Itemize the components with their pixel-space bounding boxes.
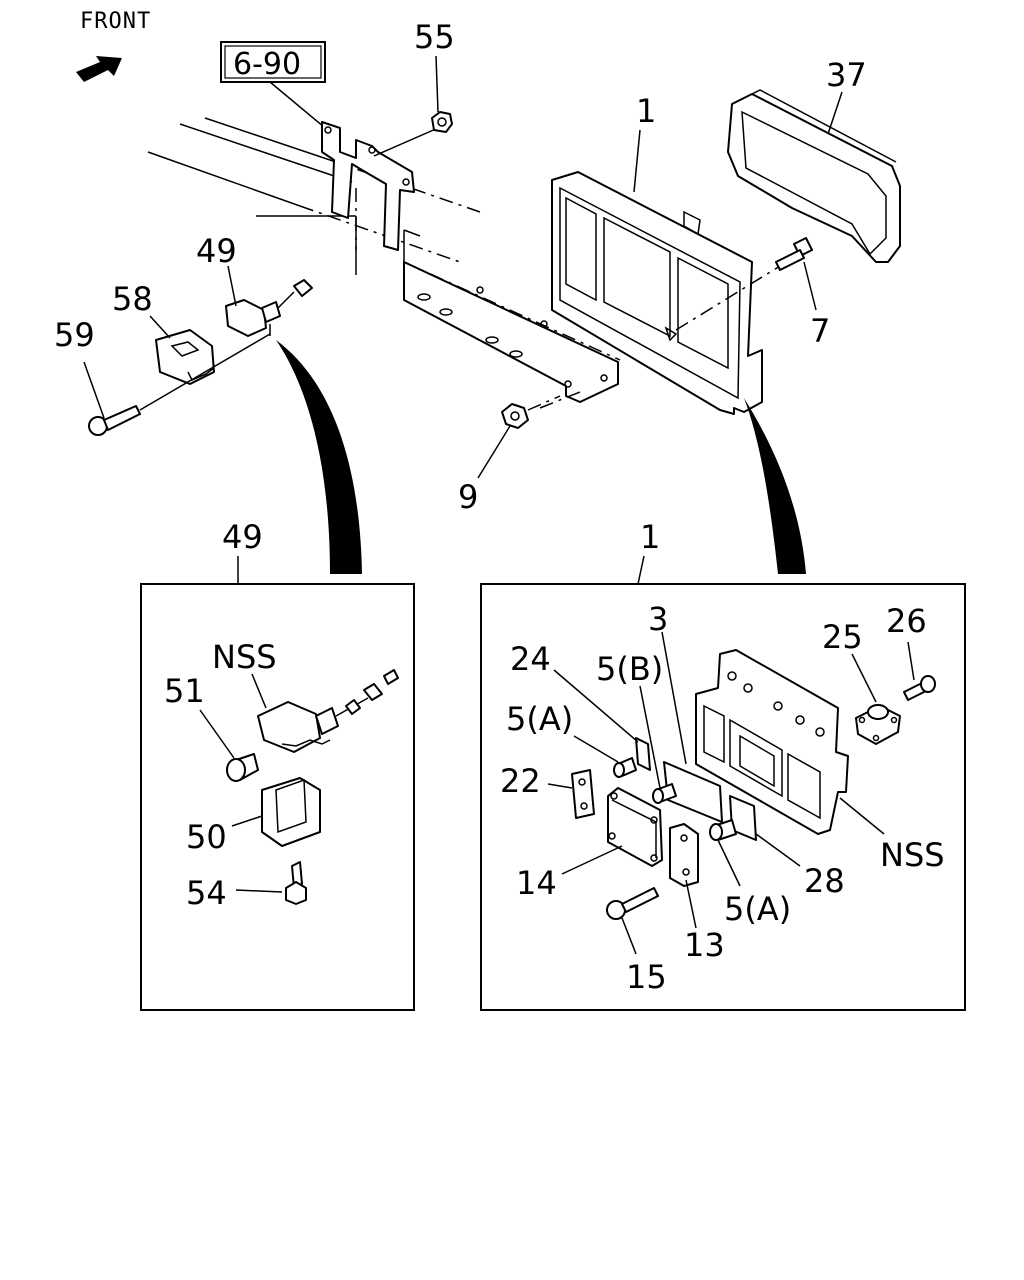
screw-26: [903, 675, 936, 701]
controller-unit: [551, 171, 763, 415]
label-nss-housing: NSS: [880, 836, 945, 874]
bracket-50: [261, 777, 321, 847]
sensor-49: [225, 279, 313, 337]
bolt-54: [285, 861, 307, 905]
bolt-7: [775, 237, 813, 271]
block-13: [669, 823, 699, 887]
callout-1: 1: [636, 92, 656, 130]
reference-box-label: 6-90: [233, 47, 301, 82]
block-22: [571, 769, 595, 819]
callout-24: 24: [510, 640, 551, 678]
callout-5a-bottom: 5(A): [724, 890, 791, 928]
callout-15: 15: [626, 958, 667, 996]
callout-49: 49: [196, 232, 237, 270]
detail-pointer-left: [276, 340, 362, 574]
callout-58: 58: [112, 280, 153, 318]
callout-54: 54: [186, 874, 227, 912]
pin-5b: [652, 783, 677, 804]
callout-50: 50: [186, 818, 227, 856]
leader-line: [827, 91, 843, 135]
housing-assembly: [695, 649, 849, 835]
callout-28: 28: [804, 862, 845, 900]
front-label: FRONT: [80, 9, 151, 34]
callout-9: 9: [458, 478, 478, 516]
front-arrow-icon: [76, 56, 122, 82]
callout-26: 26: [886, 602, 927, 640]
plate-28: [729, 795, 757, 841]
detail-box-title: 1: [640, 518, 660, 556]
callout-59: 59: [54, 316, 95, 354]
callout-55: 55: [414, 18, 455, 56]
label-nss: NSS: [212, 638, 277, 676]
detail-box-sensor: 49 NSS: [140, 518, 415, 1011]
callout-25: 25: [822, 618, 863, 656]
leader-line: [435, 55, 439, 113]
leader-line: [269, 81, 331, 133]
reference-box: 6-90: [220, 41, 326, 83]
nut-9: [501, 403, 529, 429]
detail-pointer-right: [744, 398, 806, 574]
callout-5a-top: 5(A): [506, 700, 573, 738]
callout-51: 51: [164, 672, 205, 710]
callout-3: 3: [648, 600, 668, 638]
detail-box-title: 49: [222, 518, 263, 556]
callout-13: 13: [684, 926, 725, 964]
leader-line: [803, 261, 817, 311]
leader-line: [149, 315, 171, 339]
nut-55: [431, 111, 453, 133]
cap-51: [226, 753, 259, 782]
callout-7: 7: [810, 312, 830, 350]
detail-box-controller: 1: [480, 518, 966, 1011]
screw-15: [606, 887, 659, 920]
bolt-59: [88, 333, 271, 436]
mounting-bracket: [321, 121, 439, 251]
callout-5b: 5(B): [596, 650, 663, 688]
cap-58: [155, 329, 215, 385]
pin-5a-bottom: [709, 819, 737, 841]
leader-line: [83, 361, 105, 419]
sensor-assembly: [257, 669, 399, 753]
callout-37: 37: [826, 56, 867, 94]
leader-line: [227, 265, 237, 307]
callout-14: 14: [516, 864, 557, 902]
callout-22: 22: [500, 762, 541, 800]
pin-5a-top: [613, 757, 637, 778]
leader-line: [477, 425, 511, 479]
switch-25: [855, 704, 901, 745]
cover: [727, 89, 901, 263]
leader-line: [633, 129, 641, 193]
plate-24: [635, 737, 651, 771]
